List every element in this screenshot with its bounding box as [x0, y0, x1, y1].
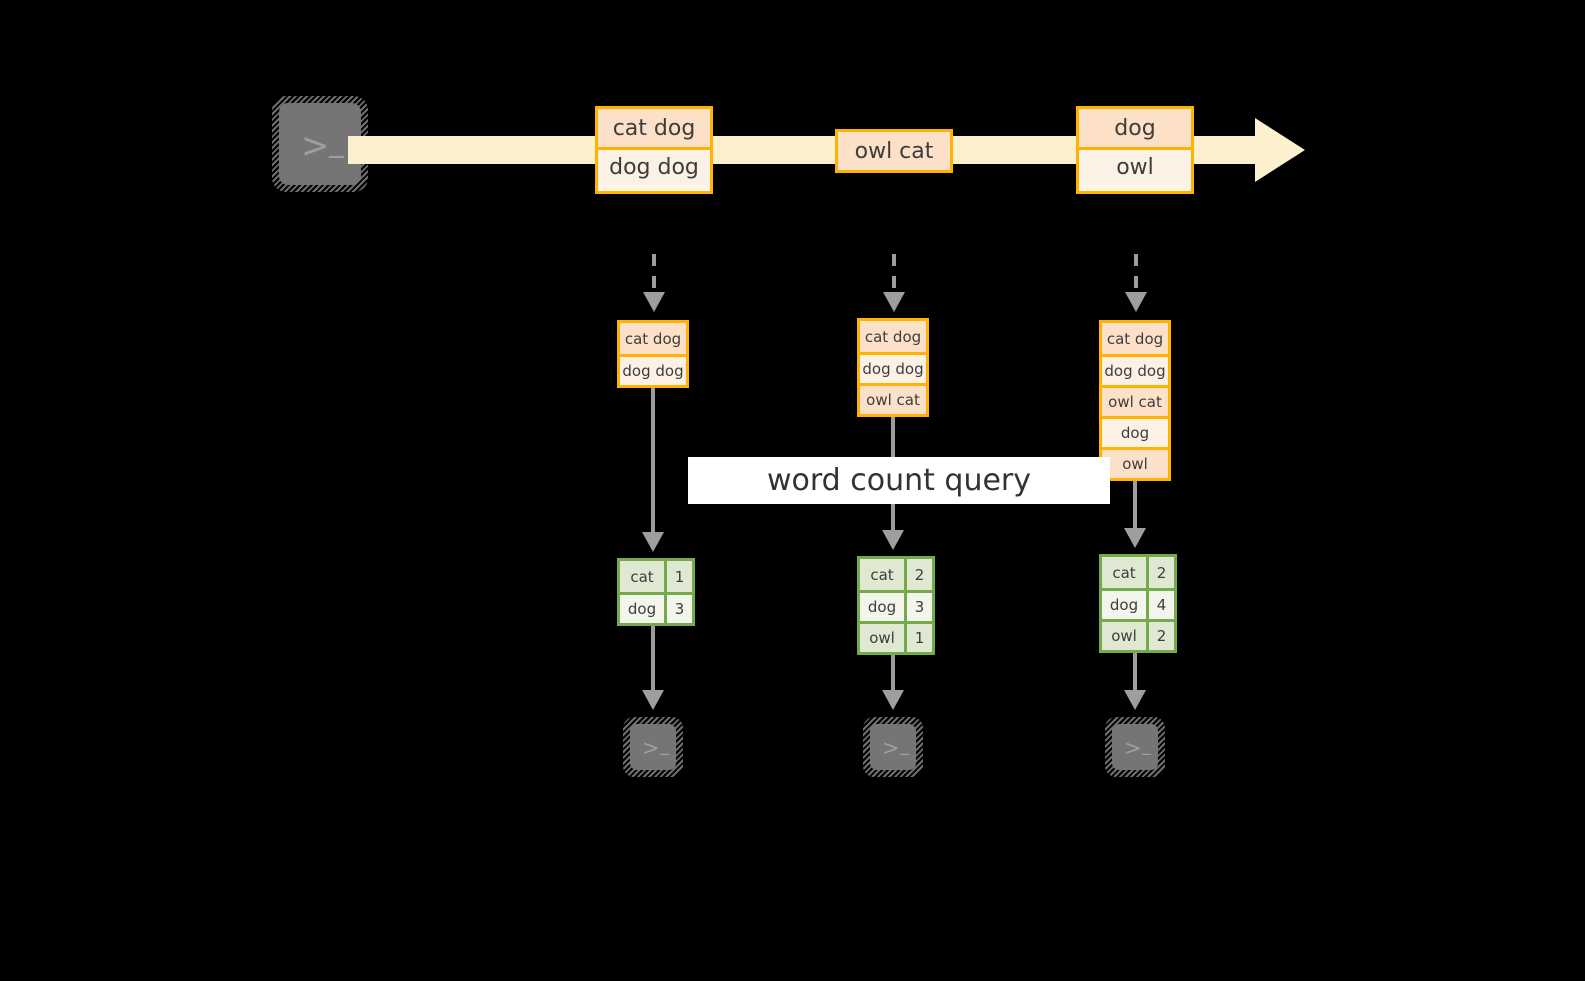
stream-batch-3-line-1: dog	[1079, 109, 1191, 147]
snapshot-1-query-line	[651, 388, 655, 532]
snapshot-3-result-row: owl 2	[1102, 619, 1174, 650]
snapshot-1-sink-arrow-head-icon	[642, 690, 664, 710]
snapshot-1-accumulated-line-2: dog dog	[620, 354, 686, 385]
terminal-cursor-glyph: _	[660, 735, 669, 756]
snapshot-1-result-word-1: cat	[620, 561, 664, 592]
terminal-prompt-glyph: >	[301, 126, 330, 166]
snapshot-2-result-count-2: 3	[904, 593, 932, 621]
snapshot-3-sink-arrow-head-icon	[1124, 690, 1146, 710]
snapshot-3-accumulated-line-4: dog	[1102, 416, 1168, 447]
snapshot-2-accumulated-line-1: cat dog	[860, 321, 926, 352]
snapshot-2-result-table: cat 2 dog 3 owl 1	[857, 556, 935, 655]
snapshot-3-result-word-1: cat	[1102, 557, 1146, 588]
snapshot-1-result-word-2: dog	[620, 595, 664, 623]
terminal-body	[870, 724, 916, 770]
snapshot-3-accumulated-line-2: dog dog	[1102, 354, 1168, 385]
snapshot-1-sink-line	[651, 626, 655, 690]
snapshot-1-result-table: cat 1 dog 3	[617, 558, 695, 626]
stream-batch-3-line-2: owl	[1079, 147, 1191, 185]
snapshot-2-accumulated-line-2: dog dog	[860, 352, 926, 383]
stream-arrow-head-icon	[1255, 118, 1305, 182]
snapshot-3-result-count-2: 4	[1146, 591, 1174, 619]
terminal-prompt-glyph: >	[642, 736, 660, 760]
stream-batch-3: dog owl	[1076, 106, 1194, 194]
snapshot-3-tap-arrow-head-icon	[1125, 292, 1147, 312]
snapshot-2-result-row: cat 2	[860, 559, 932, 590]
stream-batch-2-line-1: owl cat	[838, 132, 950, 170]
query-banner: word count query	[688, 457, 1110, 504]
snapshot-3-accumulated-line-5: owl	[1102, 447, 1168, 478]
snapshot-3-result-row: dog 4	[1102, 588, 1174, 619]
snapshot-1-query-arrow-head-icon	[642, 532, 664, 552]
snapshot-3-sink-line	[1133, 653, 1137, 690]
snapshot-3-accumulated-line-3: owl cat	[1102, 385, 1168, 416]
snapshot-1-accumulated-line-1: cat dog	[620, 323, 686, 354]
snapshot-1-result-count-1: 1	[664, 561, 692, 592]
snapshot-2-tap-line	[892, 254, 896, 292]
snapshot-2-result-count-3: 1	[904, 624, 932, 652]
snapshot-2-sink-terminal-icon: > _	[863, 717, 923, 777]
snapshot-2-result-count-1: 2	[904, 559, 932, 590]
snapshot-1-result-count-2: 3	[664, 595, 692, 623]
terminal-prompt-glyph: >	[882, 736, 900, 760]
snapshot-1-result-row: dog 3	[620, 592, 692, 623]
snapshot-3-result-row: cat 2	[1102, 557, 1174, 588]
snapshot-3-accumulated-table: cat dog dog dog owl cat dog owl	[1099, 320, 1171, 481]
snapshot-2-accumulated-table: cat dog dog dog owl cat	[857, 318, 929, 417]
stream-batch-1-line-1: cat dog	[598, 109, 710, 147]
terminal-cursor-glyph: _	[1142, 735, 1151, 756]
terminal-body	[279, 103, 361, 185]
snapshot-2-query-arrow-head-icon	[882, 530, 904, 550]
snapshot-2-result-word-1: cat	[860, 559, 904, 590]
snapshot-1-accumulated-table: cat dog dog dog	[617, 320, 689, 388]
snapshot-3-result-word-2: dog	[1102, 591, 1146, 619]
snapshot-1-tap-line	[652, 254, 656, 292]
snapshot-2-sink-line	[891, 655, 895, 690]
terminal-body	[1112, 724, 1158, 770]
snapshot-2-accumulated-line-3: owl cat	[860, 383, 926, 414]
snapshot-3-result-word-3: owl	[1102, 622, 1146, 650]
snapshot-2-tap-arrow-head-icon	[883, 292, 905, 312]
snapshot-3-accumulated-line-1: cat dog	[1102, 323, 1168, 354]
snapshot-2-result-word-3: owl	[860, 624, 904, 652]
snapshot-3-query-arrow-head-icon	[1124, 528, 1146, 548]
stream-batch-2: owl cat	[835, 129, 953, 173]
snapshot-1-sink-terminal-icon: > _	[623, 717, 683, 777]
snapshot-3-query-line	[1133, 481, 1137, 528]
snapshot-2-result-word-2: dog	[860, 593, 904, 621]
snapshot-3-tap-line	[1134, 254, 1138, 292]
stream-batch-1: cat dog dog dog	[595, 106, 713, 194]
snapshot-3-result-count-1: 2	[1146, 557, 1174, 588]
terminal-cursor-glyph: _	[900, 735, 909, 756]
query-banner-label: word count query	[766, 463, 1032, 498]
snapshot-3-result-table: cat 2 dog 4 owl 2	[1099, 554, 1177, 653]
snapshot-2-result-row: dog 3	[860, 590, 932, 621]
snapshot-1-result-row: cat 1	[620, 561, 692, 592]
snapshot-1-tap-arrow-head-icon	[643, 292, 665, 312]
terminal-cursor-glyph: _	[329, 124, 344, 159]
snapshot-2-result-row: owl 1	[860, 621, 932, 652]
snapshot-2-sink-arrow-head-icon	[882, 690, 904, 710]
terminal-body	[630, 724, 676, 770]
snapshot-3-result-count-3: 2	[1146, 622, 1174, 650]
snapshot-3-sink-terminal-icon: > _	[1105, 717, 1165, 777]
stream-batch-1-line-2: dog dog	[598, 147, 710, 185]
terminal-prompt-glyph: >	[1124, 736, 1142, 760]
